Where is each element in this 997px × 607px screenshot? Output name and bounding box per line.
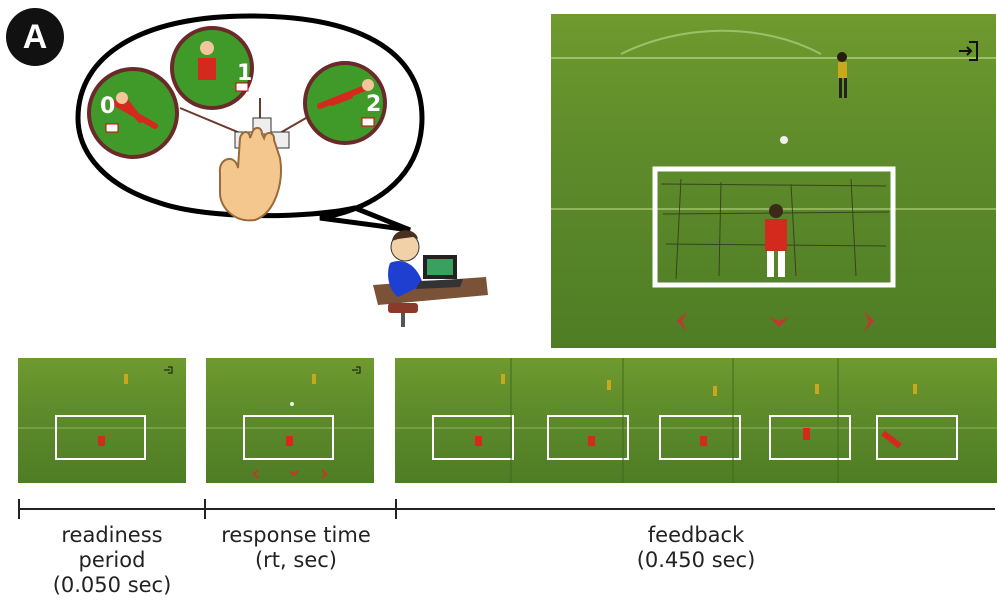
feedback-frame-3: [659, 386, 741, 460]
participant-hair: [392, 230, 418, 241]
response-time-label: response time (rt, sec): [205, 523, 387, 573]
choice-2-number: 2: [366, 92, 381, 117]
penalty-arc: [620, 29, 822, 55]
choice-0-circle: [87, 67, 179, 159]
readiness-line-1: readiness: [61, 523, 163, 547]
goalkeeper: [765, 204, 787, 277]
choice-1-number: 1: [237, 61, 252, 86]
laptop-display: [427, 259, 453, 275]
response-line-2: (rt, sec): [254, 548, 337, 572]
feedback-frame-2: [547, 380, 629, 460]
frame-readiness: [18, 358, 186, 483]
panel-label-badge: A: [6, 8, 64, 66]
choice-2-circle: [303, 61, 387, 145]
left-arrow-icon: [677, 311, 687, 332]
feedback-line-2: (0.450 sec): [636, 548, 756, 572]
choice-0-number: 0: [100, 94, 115, 119]
participant-at-laptop-illustration: [373, 230, 488, 327]
feedback-frame-5: [876, 384, 958, 460]
feedback-line-1: feedback: [647, 523, 745, 547]
choice-1-circle: [170, 26, 254, 110]
right-arrow-icon: [864, 311, 874, 332]
game-screen-large: [551, 14, 996, 348]
response-line-1: response time: [221, 523, 371, 547]
feedback-frame-1: [432, 374, 514, 460]
chair-post: [401, 313, 405, 327]
exit-icon: [959, 41, 978, 61]
readiness-line-3: (0.050 sec): [52, 573, 172, 597]
frame-response: [206, 358, 374, 483]
arrow-to-choice-0: [179, 107, 241, 134]
readiness-line-2: period: [78, 548, 146, 572]
timeline-axis: [18, 499, 995, 519]
readiness-period-label: readiness period (0.050 sec): [19, 523, 205, 598]
hand-icon: [218, 126, 282, 222]
laptop-keyboard: [416, 279, 463, 289]
frames-feedback-sequence: [395, 358, 997, 483]
ball: [780, 136, 788, 144]
speech-bubble-illustration: 0 1 2: [75, 13, 425, 233]
kicker: [837, 52, 847, 98]
feedback-label: feedback (0.450 sec): [396, 523, 996, 573]
participant-shirt: [388, 261, 423, 297]
feedback-frame-4: [769, 384, 851, 460]
down-arrow-icon: [769, 317, 789, 327]
chair-seat: [388, 303, 418, 313]
